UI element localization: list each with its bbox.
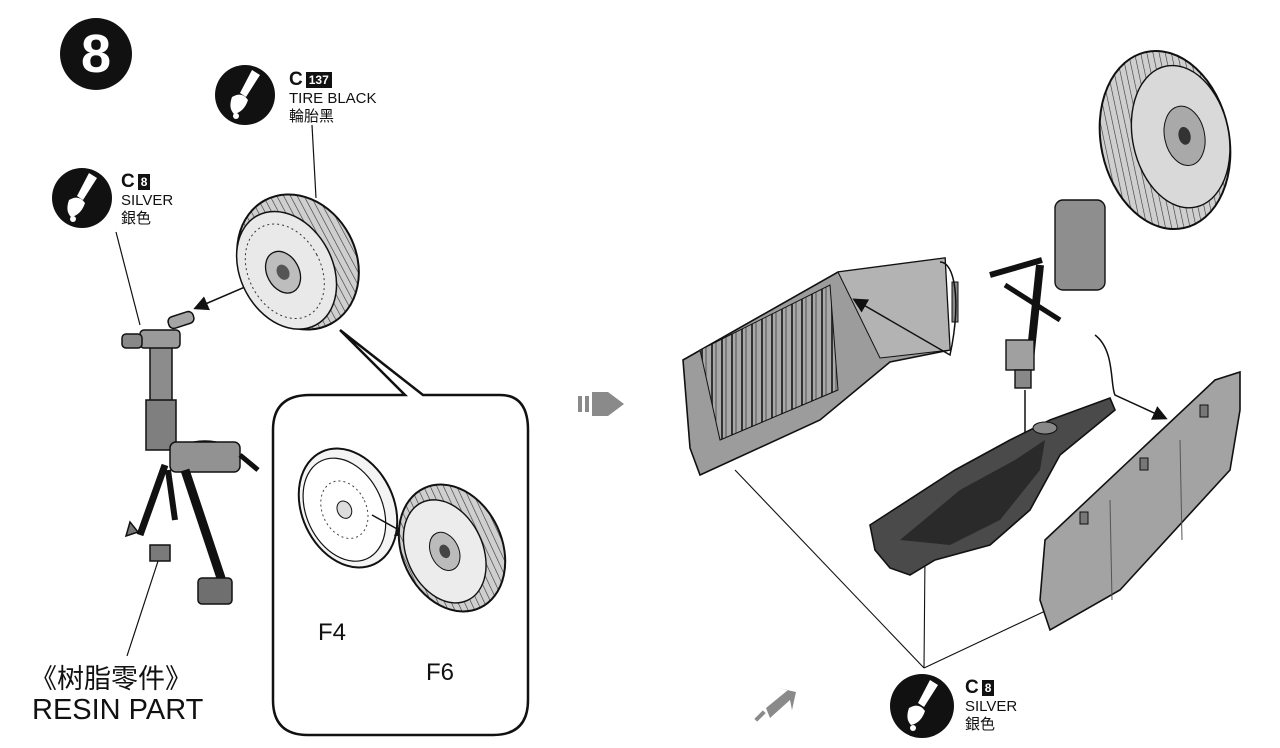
paint-code: C 137 (289, 70, 377, 90)
hub-disc-f4 (297, 447, 399, 569)
gear-assembly-right (989, 49, 1232, 389)
paint-code: C 8 (965, 678, 1017, 698)
bay-to-panel-arrow (1094, 334, 1168, 420)
paint-code-number: 137 (305, 72, 332, 88)
strut-to-bay-arrow (852, 261, 957, 357)
paint-code-letter: C (965, 677, 979, 698)
silver-right-leader-c (923, 604, 1059, 669)
paint-code-letter: C (289, 69, 303, 90)
paint-brush-icon-silver-left (52, 168, 112, 228)
paint-callout-silver-left: C 8 SILVER 銀色 (121, 172, 173, 228)
gear-bay-floor (869, 396, 1116, 576)
paint-name-cn: 輪胎黑 (289, 108, 335, 125)
gear-bay-side-panel (1039, 370, 1241, 632)
paint-code-number: 8 (981, 680, 995, 696)
double-arrow-diagonal-icon (754, 688, 796, 722)
main-wheel (235, 193, 360, 331)
paint-code-letter: C (121, 171, 135, 192)
paint-name: SILVER (121, 192, 174, 209)
paint-name: SILVER (965, 698, 1018, 715)
part-label-f6: F6 (426, 659, 455, 686)
part-label-f4: F4 (318, 619, 347, 646)
paint-callout-tire-black: C 137 TIRE BLACK 輪胎黑 (289, 70, 377, 126)
silver-left-leader-line (115, 231, 141, 326)
paint-callout-silver-right: C 8 SILVER 銀色 (965, 678, 1017, 734)
paint-code-number: 8 (137, 174, 151, 190)
paint-name-cn: 銀色 (965, 716, 996, 733)
silver-right-leader-a (734, 469, 925, 669)
landing-gear-strut (121, 310, 260, 605)
tire-black-leader-line (311, 124, 317, 199)
resin-part-label-cn: 《树脂零件》 (30, 664, 192, 694)
resin-part-label-en: RESIN PART (32, 694, 204, 726)
gear-bay-side-wall (682, 257, 959, 477)
paint-name-cn: 銀色 (121, 210, 152, 227)
step-number-badge: 8 (60, 18, 132, 90)
paint-brush-icon-tire-black (215, 65, 275, 125)
silver-right-leader-b (923, 554, 926, 669)
double-arrow-right-icon (578, 392, 624, 416)
resin-leader-line (126, 554, 161, 657)
wheel-f6 (397, 483, 507, 613)
paint-brush-icon-silver-right (890, 674, 954, 738)
paint-code: C 8 (121, 172, 173, 192)
paint-name: TIRE BLACK (289, 90, 377, 107)
